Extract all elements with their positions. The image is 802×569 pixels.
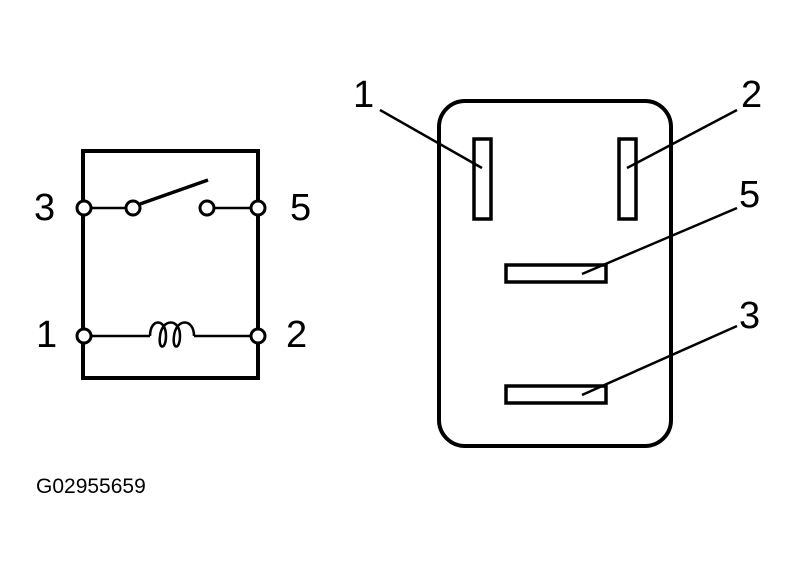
switch-contact-arm	[139, 178, 209, 206]
terminal-5-label: 5	[290, 187, 311, 229]
figure-code: G02955659	[36, 475, 146, 498]
terminal-3-dot	[75, 199, 93, 217]
pin-3-label: 3	[739, 295, 760, 337]
relay-connector	[379, 99, 738, 448]
switch-contact-right	[198, 199, 216, 217]
pin-2-leader	[626, 108, 738, 170]
terminal-2-dot	[249, 327, 267, 345]
pin-5-label: 5	[739, 174, 760, 216]
pin-3-blade	[504, 384, 608, 405]
terminal-5-dot	[249, 199, 267, 217]
schematic-box	[81, 149, 260, 380]
switch-contact-left	[124, 199, 142, 217]
terminal-1-label: 1	[36, 314, 57, 356]
coil-symbol	[148, 321, 196, 348]
terminal-1-dot	[75, 327, 93, 345]
pin-1-label: 1	[353, 74, 374, 116]
pin-2-label: 2	[741, 74, 762, 116]
terminal-2-label: 2	[286, 314, 307, 356]
pin-1-blade	[472, 137, 493, 221]
pin-3-leader	[581, 324, 738, 397]
pin-5-blade	[504, 263, 608, 284]
pin-5-leader	[581, 206, 738, 276]
terminal-3-label: 3	[34, 187, 55, 229]
pin-2-blade	[617, 137, 638, 221]
pin-1-leader	[379, 108, 483, 170]
relay-schematic	[75, 149, 267, 380]
